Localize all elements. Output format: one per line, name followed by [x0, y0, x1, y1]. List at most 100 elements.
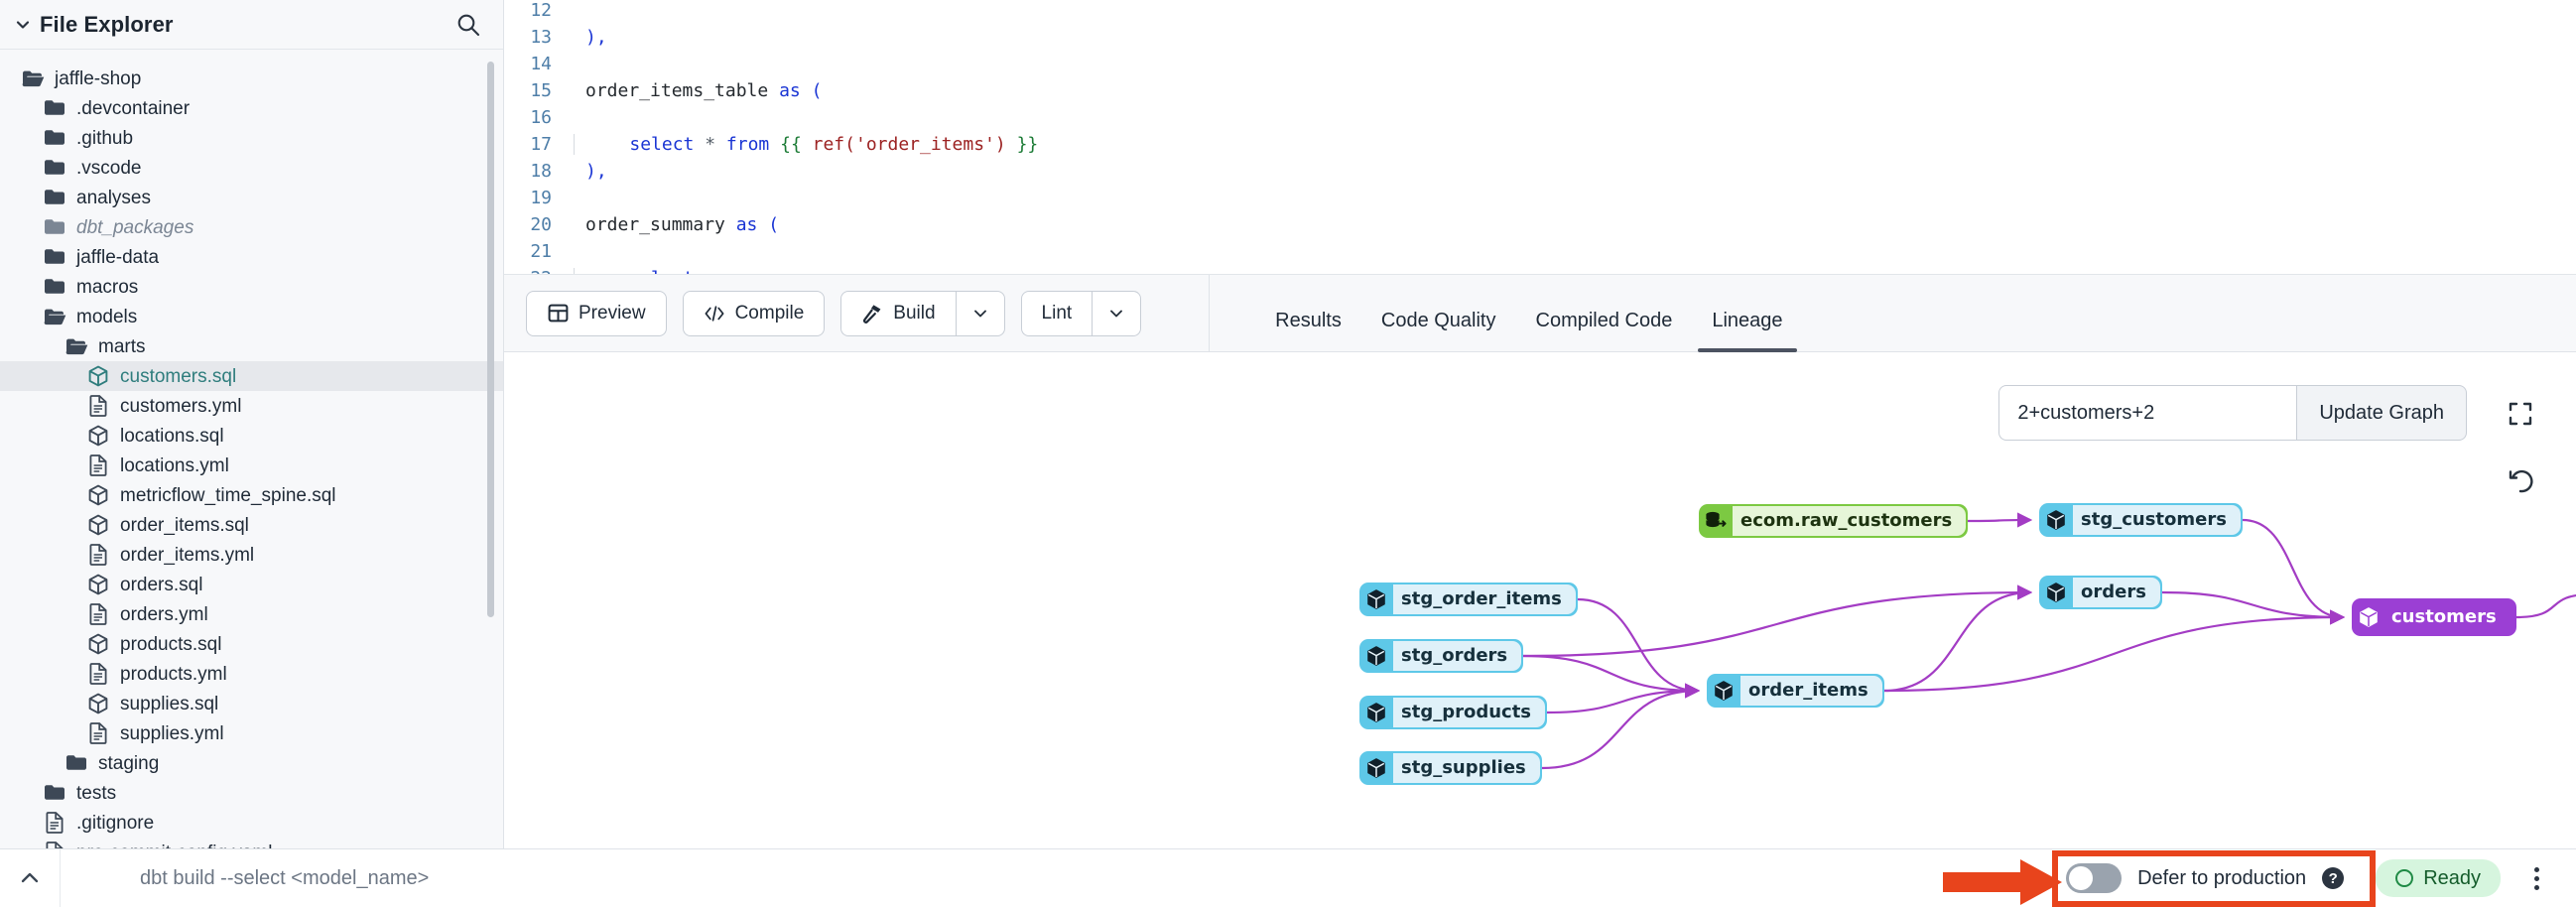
folder-muted-icon: [42, 216, 67, 238]
lineage-node-stg-orders[interactable]: stg_orders: [1359, 639, 1523, 673]
lineage-node-label: order_items: [1740, 676, 1882, 706]
chevron-up-icon[interactable]: [0, 865, 60, 891]
tree-item-orders-sql[interactable]: orders.sql: [0, 570, 503, 599]
cube-model-icon: [2039, 576, 2073, 609]
yaml-icon: [85, 722, 111, 744]
compile-button[interactable]: Compile: [683, 291, 826, 336]
tree-item-jaffle-data[interactable]: jaffle-data: [0, 242, 503, 272]
tree-item-models[interactable]: models: [0, 302, 503, 331]
tree-item--devcontainer[interactable]: .devcontainer: [0, 93, 503, 123]
tab-compiled-code[interactable]: Compiled Code: [1516, 311, 1693, 352]
circle-outline-icon: [2395, 869, 2413, 887]
tree-item-order-items-yml[interactable]: order_items.yml: [0, 540, 503, 570]
lineage-node-stg-order-items[interactable]: stg_order_items: [1359, 583, 1578, 616]
tree-item-staging[interactable]: staging: [0, 748, 503, 778]
lineage-node-label: ecom.raw_customers: [1733, 506, 1966, 536]
graph-selector-input[interactable]: [1998, 385, 2296, 441]
tree-item-label: .github: [76, 129, 133, 148]
tree-item-metricflow-time-spine-sql[interactable]: metricflow_time_spine.sql: [0, 480, 503, 510]
folder-open-icon: [64, 335, 89, 357]
tree-item-products-sql[interactable]: products.sql: [0, 629, 503, 659]
model-icon: [85, 633, 111, 655]
tree-item-order-items-sql[interactable]: order_items.sql: [0, 510, 503, 540]
tree-item-pre-commit-config-yaml[interactable]: pre-commit-config.yaml: [0, 838, 503, 848]
tab-results[interactable]: Results: [1255, 311, 1361, 352]
tree-item-orders-yml[interactable]: orders.yml: [0, 599, 503, 629]
tree-item-label: dbt_packages: [76, 218, 193, 237]
tree-item-jaffle-shop[interactable]: jaffle-shop: [0, 64, 503, 93]
lint-dropdown-chevron-down-icon[interactable]: [1092, 291, 1141, 336]
tree-item-products-yml[interactable]: products.yml: [0, 659, 503, 689]
tree-item-supplies-yml[interactable]: supplies.yml: [0, 718, 503, 748]
command-bar-input[interactable]: dbt build --select <model_name>: [60, 849, 2048, 907]
code-line: 15order_items_table as (: [504, 80, 2576, 107]
tree-item-locations-sql[interactable]: locations.sql: [0, 421, 503, 451]
line-number: 21: [504, 241, 574, 262]
cube-model-icon: [1359, 639, 1393, 673]
tree-item-locations-yml[interactable]: locations.yml: [0, 451, 503, 480]
reset-rotate-icon[interactable]: [2501, 461, 2540, 501]
tree-item-marts[interactable]: marts: [0, 331, 503, 361]
tree-item-label: macros: [76, 278, 138, 297]
search-icon[interactable]: [455, 12, 481, 38]
file-tree[interactable]: jaffle-shop .devcontainer .github .vscodean…: [0, 50, 503, 848]
lineage-graph-canvas[interactable]: Update Graph ecom.raw_customers stg_custo…: [504, 352, 2576, 848]
tree-item-dbt-packages[interactable]: dbt_packages: [0, 212, 503, 242]
file-explorer-sidebar: File Explorer jaffle-shop.devcontainer.g…: [0, 0, 504, 848]
tree-item--vscode[interactable]: .vscode: [0, 153, 503, 183]
toggle-knob: [2069, 866, 2093, 890]
lineage-node-ecom-raw-customers[interactable]: ecom.raw_customers: [1699, 504, 1968, 538]
build-dropdown-chevron-down-icon[interactable]: [956, 291, 1005, 336]
line-number: 19: [504, 188, 574, 208]
tree-item-label: jaffle-data: [76, 248, 159, 267]
hammer-icon: [861, 303, 883, 324]
lineage-node-customers-focus[interactable]: customers: [2352, 598, 2516, 636]
sql-code-editor[interactable]: 1213),1415order_items_table as (1617 sel…: [504, 0, 2576, 275]
line-number: 20: [504, 214, 574, 235]
lineage-node-label: stg_products: [1393, 698, 1545, 727]
tree-item-label: supplies.sql: [120, 695, 218, 713]
lineage-node-order-items[interactable]: order_items: [1707, 674, 1884, 708]
tree-item-label: .gitignore: [76, 814, 154, 833]
question-mark-icon[interactable]: ?: [2322, 867, 2344, 889]
status-bar: dbt build --select <model_name> Defer to…: [0, 848, 2576, 907]
tree-item-macros[interactable]: macros: [0, 272, 503, 302]
model-icon: [85, 574, 111, 595]
defer-to-production-toggle[interactable]: Defer to production ?: [2048, 853, 2362, 903]
tree-item-customers-yml[interactable]: customers.yml: [0, 391, 503, 421]
tree-item--github[interactable]: .github: [0, 123, 503, 153]
lineage-node-stg-customers[interactable]: stg_customers: [2039, 503, 2243, 537]
lineage-node-stg-supplies[interactable]: stg_supplies: [1359, 751, 1542, 785]
yaml-icon: [85, 544, 111, 566]
tree-item-analyses[interactable]: analyses: [0, 183, 503, 212]
tree-item-customers-sql[interactable]: customers.sql: [0, 361, 503, 391]
preview-button[interactable]: Preview: [526, 291, 667, 336]
file-tree-scrollbar[interactable]: [487, 62, 494, 617]
tree-item-tests[interactable]: tests: [0, 778, 503, 808]
lineage-node-orders[interactable]: orders: [2039, 576, 2162, 609]
code-text: ),: [574, 27, 607, 48]
lineage-node-stg-products[interactable]: stg_products: [1359, 696, 1547, 729]
build-button[interactable]: Build: [840, 291, 955, 336]
code-text: order_items_table as (: [574, 80, 822, 101]
line-number: 15: [504, 80, 574, 101]
lint-button[interactable]: Lint: [1021, 291, 1093, 336]
graph-selector-controls: Update Graph: [1998, 385, 2467, 441]
yaml-icon: [42, 812, 67, 834]
defer-toggle-switch[interactable]: [2066, 863, 2122, 893]
update-graph-button[interactable]: Update Graph: [2296, 385, 2467, 441]
tree-item-supplies-sql[interactable]: supplies.sql: [0, 689, 503, 718]
code-line: 18),: [504, 161, 2576, 188]
code-text: select * from {{ ref('order_items') }}: [574, 134, 1038, 155]
tab-lineage[interactable]: Lineage: [1692, 311, 1802, 352]
tree-item--gitignore[interactable]: .gitignore: [0, 808, 503, 838]
more-vertical-icon[interactable]: [2514, 856, 2558, 900]
defer-toggle-label: Defer to production: [2137, 867, 2306, 890]
tree-item-label: jaffle-shop: [55, 69, 141, 88]
expand-fullscreen-icon[interactable]: [2501, 394, 2540, 434]
chevron-down-icon[interactable]: [14, 16, 32, 34]
tree-item-label: marts: [98, 337, 146, 356]
line-number: 18: [504, 161, 574, 182]
tab-code-quality[interactable]: Code Quality: [1361, 311, 1516, 352]
